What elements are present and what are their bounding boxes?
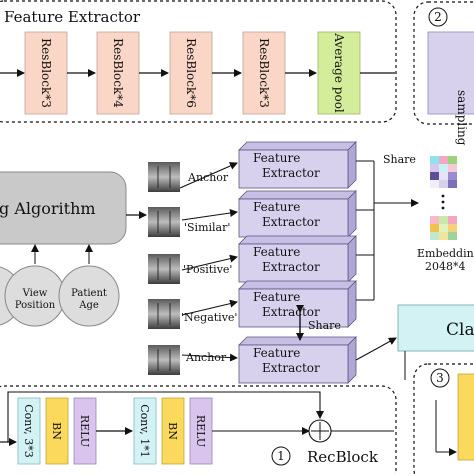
badge-1-circle xyxy=(271,446,291,466)
conv2-box xyxy=(133,397,157,465)
embedding-grid xyxy=(430,156,457,240)
feature-extractor-1-label: Feature xyxy=(253,151,300,165)
embedding-size: 2048*4 xyxy=(425,260,466,273)
classifier-label: Cla xyxy=(446,320,474,340)
bn1-label: BN xyxy=(50,422,63,440)
badge-2-circle xyxy=(428,7,448,27)
extractor-second-line-4: Extractor xyxy=(262,305,320,319)
feature-extractor-panel xyxy=(0,0,397,123)
patient-age-circle xyxy=(58,265,120,327)
bn2-label: BN xyxy=(166,422,179,440)
badge-3: 3 xyxy=(436,371,444,385)
badge-2: 2 xyxy=(434,10,442,24)
relu2-label: RELU xyxy=(194,415,207,447)
sampling-label: sampling xyxy=(455,90,469,146)
panel-3 xyxy=(413,363,474,474)
conv1-label: Conv, 3*3 xyxy=(22,404,35,458)
bn2-box xyxy=(161,397,185,465)
feature-extractor-4-label: Feature xyxy=(253,290,300,304)
classifier-box xyxy=(397,304,474,352)
algorithm-box xyxy=(0,171,127,245)
feature-extractor-3: Feature xyxy=(238,235,357,283)
average-pool-label: Average pool xyxy=(332,32,346,113)
resblock-3-label: ResBlock*6 xyxy=(184,38,198,108)
embedding-label: Embedding xyxy=(417,247,474,260)
resblock-4: ResBlock*3 xyxy=(242,31,286,115)
resblock-2: ResBlock*4 xyxy=(96,31,140,115)
sample-label-negative: 'Negative' xyxy=(181,311,238,324)
recblock-title: RecBlock xyxy=(307,448,379,466)
resblock-2-label: ResBlock*4 xyxy=(111,38,125,108)
extractor-second-line-2: Extractor xyxy=(262,215,320,229)
resblock-3: ResBlock*6 xyxy=(169,31,213,115)
bn1-box xyxy=(45,397,69,465)
feature-extractor-2: Feature xyxy=(238,190,357,238)
conv1-box xyxy=(17,397,41,465)
sample-label-anchor-2: Anchor xyxy=(186,351,227,364)
resblock-1-label: ResBlock*3 xyxy=(39,38,53,108)
sample-label-anchor: Anchor xyxy=(188,171,229,184)
feature-extractor-3-label: Feature xyxy=(253,245,300,259)
sample-label-positive: 'Positive' xyxy=(183,263,233,276)
xray-thumbnails xyxy=(148,162,180,375)
extractor-second-line-1: Extractor xyxy=(262,166,320,180)
share-top-label: Share xyxy=(383,153,416,166)
feature-extractor-4: Feature xyxy=(238,280,357,328)
feature-extractor-panel-title: Feature Extractor xyxy=(4,8,141,26)
view-position-label: View Position xyxy=(14,288,56,311)
feature-extractor-5-label: Feature xyxy=(253,346,300,360)
panel-3-box xyxy=(457,373,474,461)
extractor-second-line-5: Extractor xyxy=(262,361,320,375)
patient-age-label: Patient Age xyxy=(71,288,107,311)
extractor-second-line-3: Extractor xyxy=(262,260,320,274)
average-pool: Average pool xyxy=(317,31,361,115)
sampling-box xyxy=(427,31,474,115)
feature-extractor-5: Feature xyxy=(238,336,357,384)
sample-label-similar: 'Similar' xyxy=(184,221,231,234)
algorithm-label: g Algorithm xyxy=(0,199,96,218)
relu1-label: RELU xyxy=(78,415,91,447)
feature-extractor-2-label: Feature xyxy=(253,200,300,214)
resblock-1: ResBlock*3 xyxy=(24,31,68,115)
badge-3-circle xyxy=(430,368,450,388)
recblock-panel xyxy=(0,385,397,474)
sampling-panel xyxy=(413,1,474,125)
feature-extractor-1: Feature xyxy=(238,141,357,189)
badge-1: 1 xyxy=(277,449,285,463)
conv2-label: Conv, 1*1 xyxy=(138,404,151,458)
resblock-4-label: ResBlock*3 xyxy=(257,38,271,108)
share-mid-label: Share xyxy=(308,319,341,332)
